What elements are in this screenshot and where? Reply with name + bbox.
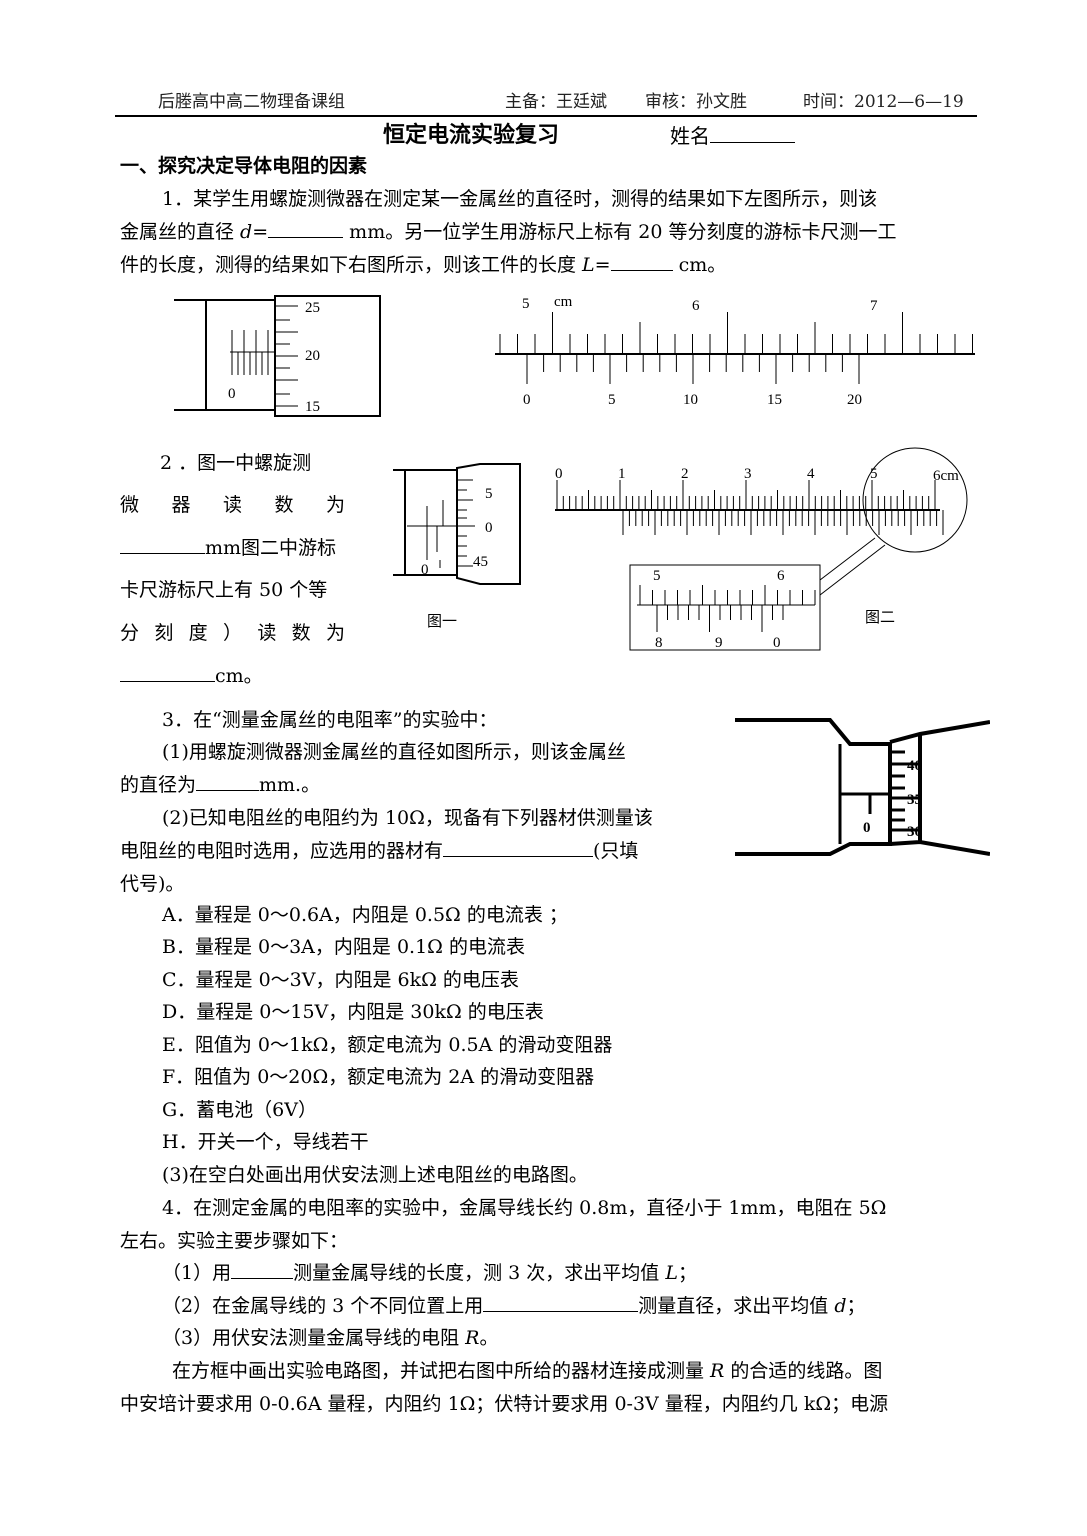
scale-label: 20 bbox=[305, 348, 320, 364]
svg-text:35: 35 bbox=[907, 792, 922, 808]
svg-text:40: 40 bbox=[907, 758, 922, 774]
svg-text:6cm: 6cm bbox=[933, 468, 959, 484]
svg-text:0: 0 bbox=[773, 635, 781, 651]
svg-text:5: 5 bbox=[608, 392, 616, 408]
q2-line2: 微器读数为 bbox=[120, 494, 345, 516]
q4-line1: 4．在测定金属的电阻率的实验中，金属导线长约 0.8m，直径小于 1mm，电阻在… bbox=[162, 1197, 887, 1219]
answer-blank[interactable] bbox=[231, 1260, 294, 1279]
answer-blank[interactable] bbox=[120, 663, 215, 682]
svg-text:5: 5 bbox=[485, 486, 493, 502]
answer-blank[interactable] bbox=[443, 838, 594, 857]
svg-text:9: 9 bbox=[715, 635, 723, 651]
svg-text:3: 3 bbox=[744, 466, 752, 482]
q2-line1: 2 ．图一中螺旋测 bbox=[160, 452, 312, 474]
answer-blank[interactable] bbox=[610, 252, 673, 271]
svg-text:0: 0 bbox=[523, 392, 531, 408]
q1-line2: 金属丝的直径 d= mm。另一位学生用游标尺上标有 20 等分刻度的游标卡尺测一… bbox=[120, 219, 897, 243]
name-label: 姓名 bbox=[670, 124, 710, 148]
svg-text:6: 6 bbox=[777, 568, 785, 584]
option-c: C．量程是 0～3V，内阻是 6kΩ 的电压表 bbox=[162, 969, 519, 991]
svg-text:0: 0 bbox=[863, 820, 871, 836]
q2-line5: 分刻度）读数为 bbox=[120, 622, 345, 644]
q3-line7: (3)在空白处画出用伏安法测上述电阻丝的电路图。 bbox=[162, 1164, 588, 1186]
svg-text:45: 45 bbox=[473, 554, 488, 570]
micrometer-figure-3: 40 35 30 0 bbox=[735, 718, 990, 856]
name-field[interactable]: 姓名 bbox=[670, 123, 795, 149]
scale-label: 25 bbox=[305, 300, 320, 316]
svg-text:0: 0 bbox=[421, 562, 429, 578]
q2-line3: mm图二中游标 bbox=[120, 535, 336, 561]
svg-text:cm: cm bbox=[554, 294, 573, 310]
answer-blank[interactable] bbox=[483, 1293, 639, 1312]
header-reviewer: 审核：孙文胜 bbox=[645, 92, 747, 112]
vernier-caliper-figure-1: 5 cm 6 7 0 5 10 15 20 bbox=[495, 294, 975, 408]
svg-text:5: 5 bbox=[522, 296, 530, 312]
option-a: A．量程是 0～0.6A，内阻是 0.5Ω 的电流表 ； bbox=[162, 904, 568, 926]
svg-text:2: 2 bbox=[681, 466, 689, 482]
section-heading: 一、探究决定导体电阻的因素 bbox=[120, 155, 368, 177]
scale-label: 15 bbox=[305, 399, 320, 415]
q3-line1: 3．在“测量金属丝的电阻率”的实验中： bbox=[162, 709, 498, 731]
scale-label: 0 bbox=[228, 386, 236, 402]
q1-line1: 1．某学生用螺旋测微器在测定某一金属丝的直径时，测得的结果如下左图所示，则该 bbox=[162, 188, 878, 210]
option-d: D．量程是 0～15V，内阻是 30kΩ 的电压表 bbox=[162, 1001, 544, 1023]
svg-text:0: 0 bbox=[485, 520, 493, 536]
header-date: 时间：2012—6—19 bbox=[803, 92, 964, 112]
q3-line2: (1)用螺旋测微器测金属丝的直径如图所示，则该金属丝 bbox=[162, 741, 626, 763]
answer-blank[interactable] bbox=[268, 219, 344, 238]
svg-text:20: 20 bbox=[847, 392, 862, 408]
vernier-caliper-figure-2: 0 1 2 3 4 5 6cm 5 6 8 9 0 图二 bbox=[555, 447, 968, 651]
page-title: 恒定电流实验复习 bbox=[383, 122, 560, 148]
svg-text:5: 5 bbox=[653, 568, 661, 584]
svg-text:10: 10 bbox=[683, 392, 698, 408]
figure-caption-1: 图一 bbox=[427, 613, 457, 630]
q2-line6: cm。 bbox=[120, 663, 263, 689]
header-rule bbox=[115, 115, 977, 117]
svg-text:4: 4 bbox=[807, 466, 815, 482]
q4-step2: （2）在金属导线的 3 个不同位置上用测量直径，求出平均值 d； bbox=[162, 1293, 866, 1317]
option-g: G．蓄电池（6V） bbox=[162, 1099, 317, 1121]
q4-para1: 在方框中画出实验电路图，并试把右图中所给的器材连接成测量 R 的合适的线路。图 bbox=[172, 1360, 883, 1382]
micrometer-figure-2: 5 0 45 0 图一 bbox=[393, 463, 521, 630]
header-group: 后塍高中高二物理备课组 bbox=[158, 92, 345, 112]
option-e: E．阻值为 0～1kΩ，额定电流为 0.5A 的滑动变阻器 bbox=[162, 1034, 613, 1056]
option-h: H．开关一个，导线若干 bbox=[162, 1131, 369, 1153]
q3-line5: 电阻丝的电阻时选用，应选用的器材有(只填 bbox=[120, 838, 639, 862]
svg-text:15: 15 bbox=[767, 392, 782, 408]
svg-text:5: 5 bbox=[870, 466, 878, 482]
svg-text:7: 7 bbox=[870, 298, 878, 314]
figure-caption-2: 图二 bbox=[865, 609, 895, 626]
svg-text:30: 30 bbox=[907, 824, 922, 840]
q4-para2: 中安培计要求用 0-0.6A 量程，内阻约 1Ω；伏特计要求用 0-3V 量程，… bbox=[120, 1393, 889, 1415]
svg-text:0: 0 bbox=[555, 466, 563, 482]
q4-step1: （1）用测量金属导线的长度，测 3 次，求出平均值 L； bbox=[162, 1260, 697, 1284]
q1-line3: 件的长度，测得的结果如下右图所示，则该工件的长度 L= cm。 bbox=[120, 252, 727, 276]
micrometer-figure-1: 25 20 15 0 bbox=[174, 295, 381, 417]
answer-blank[interactable] bbox=[120, 535, 205, 554]
option-b: B．量程是 0～3A，内阻是 0.1Ω 的电流表 bbox=[162, 936, 525, 958]
q4-step3: （3）用伏安法测量金属导线的电阻 R。 bbox=[162, 1327, 499, 1349]
answer-blank[interactable] bbox=[196, 772, 260, 791]
svg-text:1: 1 bbox=[618, 466, 626, 482]
q3-line4: (2)已知电阻丝的电阻约为 10Ω，现备有下列器材供测量该 bbox=[162, 807, 653, 829]
option-f: F．阻值为 0～20Ω，额定电流为 2A 的滑动变阻器 bbox=[162, 1066, 595, 1088]
header-author: 主备：王廷斌 bbox=[505, 92, 607, 112]
q2-line4: 卡尺游标尺上有 50 个等 bbox=[120, 579, 328, 601]
q3-line6: 代号)。 bbox=[120, 873, 185, 895]
svg-text:8: 8 bbox=[655, 635, 663, 651]
q4-line2: 左右。实验主要步骤如下： bbox=[120, 1230, 349, 1252]
svg-text:6: 6 bbox=[692, 298, 700, 314]
